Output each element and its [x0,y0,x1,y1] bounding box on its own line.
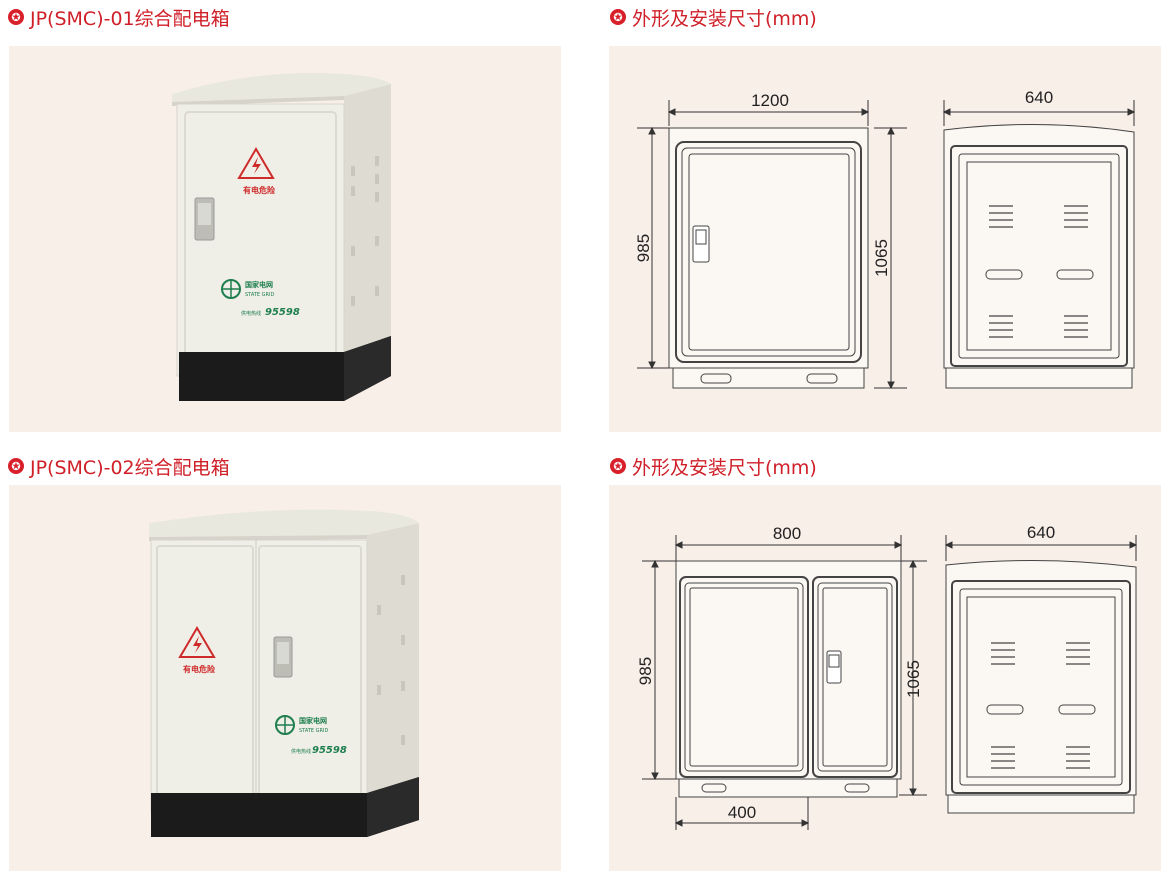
logo-cn-2: 国家电网 [299,716,327,725]
hotline-label: 供电热线 [241,310,261,317]
product-photo-1: 有电危险 国家电网 STATE GRID 供电热线 95598 [9,46,561,432]
product-title-2: ✪ JP(SMC)-02综合配电箱 [8,452,230,480]
dim-height-total-1: 1065 [872,239,891,277]
hotline-number-2: 95598 [312,745,347,756]
hotline-label-2: 供电热线 [291,748,311,755]
dim-front-width-2: 800 [773,524,801,543]
dim-height-inner-2: 985 [636,657,655,685]
hotline-number: 95598 [265,307,300,318]
logo-en-2: STATE GRID [299,728,328,734]
warning-label: 有电危险 [243,185,276,195]
star-bullet-icon: ✪ [610,458,626,474]
dim-side-width-2: 640 [1027,523,1055,542]
star-bullet-icon: ✪ [8,458,24,474]
dim-height-total-2: 1065 [904,660,923,698]
product-photo-2: 有电危险 国家电网 STATE GRID 供电热线 95598 [9,485,561,871]
dim-door-width-2: 400 [728,803,756,822]
product-title-1: ✪ JP(SMC)-01综合配电箱 [8,3,230,31]
logo-cn: 国家电网 [245,280,273,289]
logo-en: STATE GRID [245,292,274,298]
dim-front-width-1: 1200 [751,91,789,110]
warning-label-2: 有电危险 [183,664,216,674]
dimension-drawing-2: 800 640 400 985 1065 [609,485,1161,871]
dimension-drawing-1: 1200 640 985 1065 [609,46,1161,432]
star-bullet-icon: ✪ [610,9,626,25]
dim-side-width-1: 640 [1025,88,1053,107]
dims-title-2: ✪ 外形及安装尺寸(mm) [610,452,817,480]
dims-title-1: ✪ 外形及安装尺寸(mm) [610,3,817,31]
star-bullet-icon: ✪ [8,9,24,25]
dim-height-inner-1: 985 [634,234,653,262]
